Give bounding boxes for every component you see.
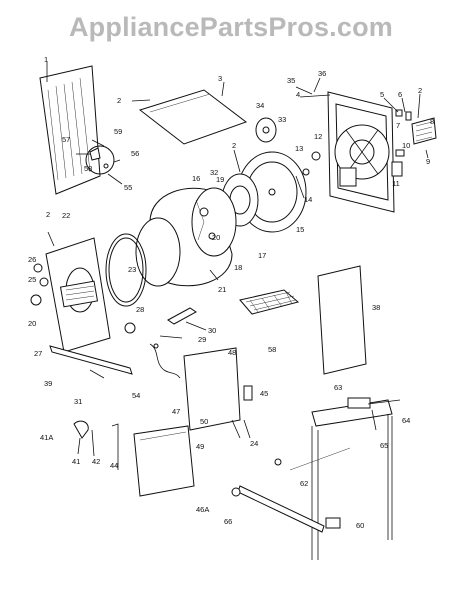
part-rear-panel (39, 65, 101, 195)
label-30: 30 (208, 326, 216, 335)
label-9: 9 (426, 157, 430, 166)
label-36: 36 (318, 69, 326, 78)
part-blower-housing (327, 91, 395, 213)
label-60: 60 (356, 521, 364, 530)
label-2b: 2 (418, 86, 422, 95)
label-44: 44 (110, 461, 118, 470)
label-38: 38 (372, 303, 380, 312)
label-18: 18 (234, 263, 242, 272)
label-25: 25 (28, 275, 36, 284)
label-58b: 58 (268, 345, 276, 354)
label-1: 1 (44, 55, 48, 64)
label-41: 41 (72, 457, 80, 466)
label-35: 35 (287, 76, 295, 85)
label-17: 17 (258, 251, 266, 260)
label-39: 39 (44, 379, 52, 388)
label-54: 54 (132, 391, 140, 400)
label-2c: 2 (232, 141, 236, 150)
label-59: 59 (114, 127, 122, 136)
label-49: 49 (196, 442, 204, 451)
label-32: 32 (210, 168, 218, 177)
label-20a: 20 (212, 233, 220, 242)
label-46a: 46A (196, 505, 209, 514)
part-toe-bracket (167, 307, 197, 325)
part-drum (135, 187, 237, 287)
label-28: 28 (136, 305, 144, 314)
label-7: 7 (396, 121, 400, 130)
label-22: 22 (62, 211, 70, 220)
label-13: 13 (295, 144, 303, 153)
label-34: 34 (256, 101, 264, 110)
label-11: 11 (392, 179, 400, 188)
callout-labels: 1 2 3 35 36 4 5 6 2 7 8 9 34 33 12 13 10… (28, 55, 434, 530)
label-50: 50 (200, 417, 208, 426)
label-24: 24 (250, 439, 258, 448)
label-15: 15 (296, 225, 304, 234)
label-19: 19 (216, 175, 224, 184)
label-42: 42 (92, 457, 100, 466)
label-14: 14 (304, 195, 312, 204)
label-21: 21 (218, 285, 226, 294)
part-side-panel (317, 265, 367, 375)
label-23: 23 (128, 265, 136, 274)
part-sensor-bracket (347, 397, 371, 409)
label-65: 65 (380, 441, 388, 450)
label-2a: 2 (117, 96, 121, 105)
label-55: 55 (124, 183, 132, 192)
label-62: 62 (300, 479, 308, 488)
label-64: 64 (402, 416, 410, 425)
label-10: 10 (402, 141, 410, 150)
label-45: 45 (260, 389, 268, 398)
part-cabinet-frame (289, 399, 393, 560)
label-12: 12 (314, 132, 322, 141)
part-front-panel (45, 237, 111, 353)
part-pulley (255, 117, 277, 143)
label-41a: 41A (40, 433, 53, 442)
part-top-cover (138, 89, 248, 145)
label-3: 3 (218, 74, 222, 83)
watermark: AppliancePartsPros.com (68, 12, 393, 42)
label-27: 27 (34, 349, 42, 358)
label-20b: 20 (28, 319, 36, 328)
part-vent-grille (411, 117, 437, 145)
label-56: 56 (131, 149, 139, 158)
label-57: 57 (62, 135, 70, 144)
part-access-panel (183, 347, 241, 431)
label-47: 47 (172, 407, 180, 416)
label-2d: 2 (46, 210, 50, 219)
label-4: 4 (296, 90, 300, 99)
label-6: 6 (398, 90, 402, 99)
part-drum-seal (105, 233, 147, 307)
label-29: 29 (198, 335, 206, 344)
label-58a: 58 (84, 164, 92, 173)
label-31: 31 (74, 397, 82, 406)
label-16: 16 (192, 174, 200, 183)
part-rack (239, 289, 300, 315)
label-8: 8 (430, 117, 434, 126)
part-inset-detail (85, 145, 115, 175)
label-66: 66 (224, 517, 232, 526)
label-26: 26 (28, 255, 36, 264)
part-toe-kick (49, 345, 133, 375)
label-48: 48 (228, 348, 236, 357)
label-63: 63 (334, 383, 342, 392)
part-door-panel (133, 425, 195, 497)
label-33: 33 (278, 115, 286, 124)
part-base-rail (231, 485, 341, 533)
label-5: 5 (380, 90, 384, 99)
